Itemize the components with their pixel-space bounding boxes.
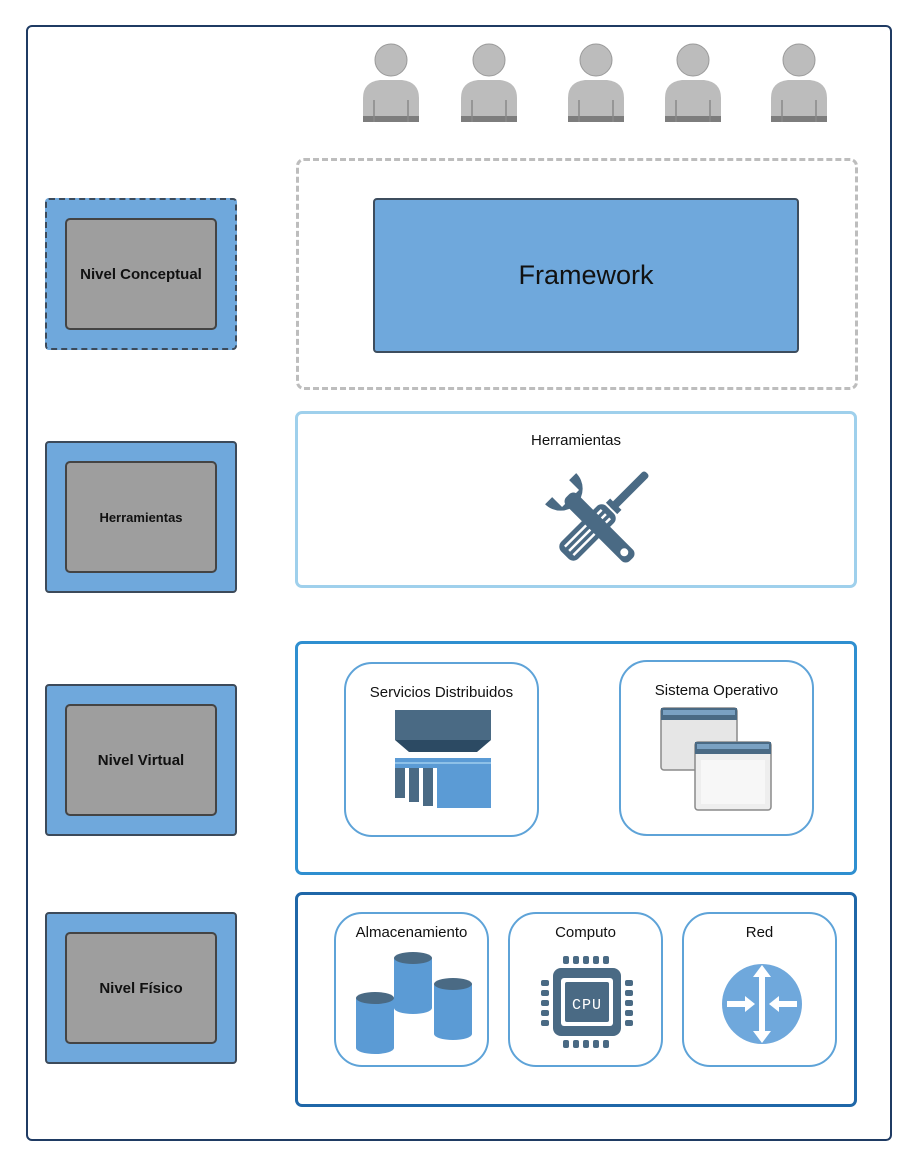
- level-virtual: Nivel Virtual: [45, 684, 237, 836]
- operating-system-icon: [660, 707, 772, 811]
- operating-system-title: Sistema Operativo: [654, 682, 779, 699]
- framework-label: Framework: [518, 260, 654, 290]
- tools-section: Herramientas: [295, 411, 857, 588]
- user-icon: [461, 43, 517, 122]
- level-tools-label: Herramientas: [99, 509, 183, 525]
- level-virtual-label: Nivel Virtual: [97, 751, 185, 769]
- network-title: Red: [745, 924, 774, 941]
- level-physical: Nivel Físico: [45, 912, 237, 1064]
- router-icon: [722, 964, 802, 1044]
- level-virtual-inner: Nivel Virtual: [65, 704, 217, 816]
- storage-title: Almacenamiento: [355, 924, 468, 941]
- level-conceptual-label: Nivel Conceptual: [80, 265, 202, 283]
- level-physical-label: Nivel Físico: [99, 979, 183, 997]
- distributed-services-icon: [395, 710, 491, 808]
- tools-title: Herramientas: [530, 432, 622, 449]
- level-tools: Herramientas: [45, 441, 237, 593]
- compute-card: Computo CPU: [508, 912, 663, 1067]
- framework-container: [296, 158, 858, 390]
- level-physical-inner: Nivel Físico: [65, 932, 217, 1044]
- tools-icon: [545, 471, 649, 563]
- diagram-frame: [26, 25, 892, 1141]
- level-conceptual-inner: Nivel Conceptual: [65, 218, 217, 330]
- network-card: Red: [682, 912, 837, 1067]
- user-icon: [771, 43, 827, 122]
- level-conceptual: Nivel Conceptual: [45, 198, 237, 350]
- distributed-services-card: Servicios Distribuidos: [344, 662, 539, 837]
- storage-card: Almacenamiento: [334, 912, 489, 1067]
- user-icon: [363, 43, 419, 122]
- operating-system-card: Sistema Operativo: [619, 660, 814, 836]
- compute-title: Computo: [555, 924, 616, 941]
- user-icon: [665, 43, 721, 122]
- level-tools-inner: Herramientas: [65, 461, 217, 573]
- cpu-icon: CPU: [541, 956, 633, 1048]
- virtual-section: [295, 641, 857, 875]
- cpu-chip-text: CPU: [572, 997, 602, 1014]
- framework-box: Framework: [373, 198, 799, 353]
- distributed-services-title: Servicios Distribuidos: [369, 684, 514, 701]
- user-icon: [568, 43, 624, 122]
- physical-section: [295, 892, 857, 1107]
- storage-icon: [356, 952, 472, 1054]
